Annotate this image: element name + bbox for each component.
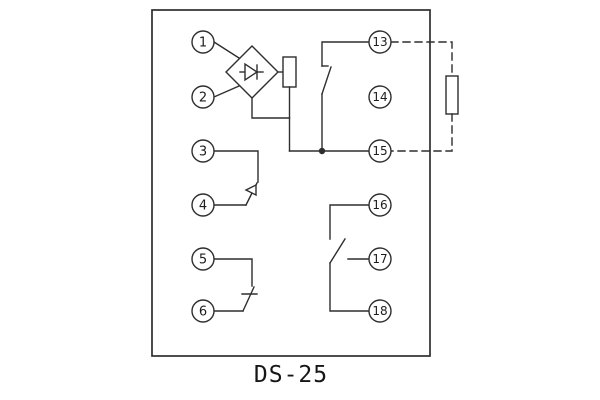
terminal-15-label: 15 bbox=[372, 144, 387, 158]
terminal-17-label: 17 bbox=[372, 252, 387, 266]
terminal-18-circle bbox=[368, 299, 392, 323]
terminal-2-label: 2 bbox=[199, 91, 207, 106]
terminal-14: 14 bbox=[368, 85, 392, 109]
terminal-13-circle bbox=[368, 30, 392, 54]
contact-blade-13-15 bbox=[321, 66, 332, 95]
wire-terminal2-to-bridge bbox=[213, 85, 240, 98]
terminal-4-circle bbox=[191, 193, 215, 217]
terminal-3-circle bbox=[191, 139, 215, 163]
terminal-5-label: 5 bbox=[199, 253, 207, 268]
terminal-5-circle bbox=[191, 247, 215, 271]
terminal-15-circle bbox=[368, 139, 392, 163]
dashed-wire-resistor-to-15 bbox=[390, 113, 453, 152]
terminal-2-circle bbox=[191, 85, 215, 109]
terminal-6-circle bbox=[191, 299, 215, 323]
terminal-18-label: 18 bbox=[372, 304, 387, 318]
terminal-3: 3 bbox=[191, 139, 215, 163]
external-resistor-symbol bbox=[445, 75, 459, 115]
terminal-18: 18 bbox=[368, 299, 392, 323]
terminal-6-label: 6 bbox=[199, 305, 207, 320]
relay-coil-symbol bbox=[282, 56, 297, 88]
terminal-13-label: 13 bbox=[372, 35, 387, 49]
terminal-4-label: 4 bbox=[199, 199, 207, 214]
contact-blade-5-6 bbox=[242, 286, 255, 312]
terminal-3-label: 3 bbox=[199, 145, 207, 160]
terminal-16-circle bbox=[368, 193, 392, 217]
contact-blade-16-18 bbox=[329, 238, 346, 264]
terminal-6: 6 bbox=[191, 299, 215, 323]
terminal-5: 5 bbox=[191, 247, 215, 271]
terminal-17-circle bbox=[368, 247, 392, 271]
terminal-15: 15 bbox=[368, 139, 392, 163]
relay-outline-box bbox=[151, 9, 431, 357]
wire-terminal5-down bbox=[213, 258, 253, 287]
terminal-1-circle bbox=[191, 30, 215, 54]
wire-terminal18-up bbox=[329, 262, 370, 312]
terminal-4: 4 bbox=[191, 193, 215, 217]
terminal-17: 17 bbox=[368, 247, 392, 271]
terminal-16: 16 bbox=[368, 193, 392, 217]
terminal-14-circle bbox=[368, 85, 392, 109]
wire-terminal16-down bbox=[329, 204, 370, 240]
terminal-2: 2 bbox=[191, 85, 215, 109]
terminal-1-label: 1 bbox=[199, 36, 207, 51]
terminal-14-label: 14 bbox=[372, 90, 387, 104]
terminal-16-label: 16 bbox=[372, 198, 387, 212]
wire-terminal1-to-bridge bbox=[213, 41, 240, 59]
contact-arrow-icon bbox=[244, 183, 257, 197]
terminal-1: 1 bbox=[191, 30, 215, 54]
wire-bridge-bottom bbox=[251, 97, 291, 119]
wire-terminal13-down bbox=[321, 41, 370, 67]
diode-triangle-icon bbox=[244, 62, 259, 82]
wire-terminal3-down bbox=[213, 150, 259, 183]
model-caption: DS-25 bbox=[253, 362, 329, 388]
junction-dot bbox=[318, 147, 326, 155]
terminal-13: 13 bbox=[368, 30, 392, 54]
dashed-wire-13-to-resistor bbox=[390, 41, 453, 77]
